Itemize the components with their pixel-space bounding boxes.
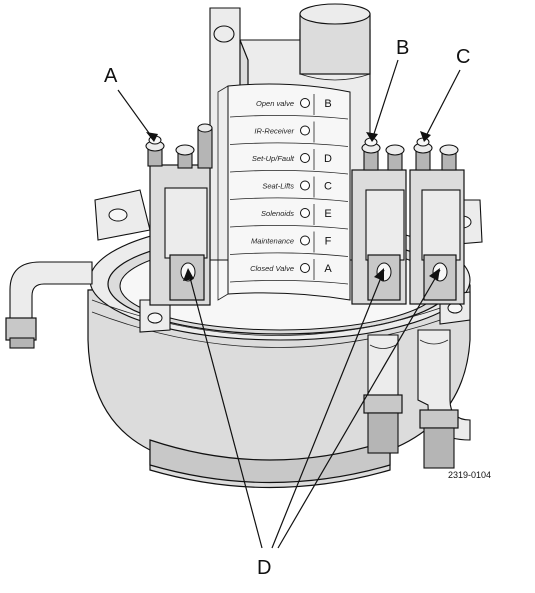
- led-indicator-panel: [217, 83, 351, 301]
- led-label: Closed Valve: [250, 264, 294, 273]
- led-code: C: [324, 181, 332, 193]
- led-label: IR-Receiver: [254, 127, 294, 136]
- row-divider: [229, 197, 349, 202]
- led-panel-row: Open valve B: [229, 94, 349, 120]
- led-code: E: [324, 208, 331, 220]
- solenoid-module-a: [145, 123, 213, 306]
- led-panel-row: Set-Up/Fault D: [229, 149, 349, 175]
- led-indicator-icon: [300, 180, 310, 191]
- led-panel-row: IR-Receiver: [229, 121, 349, 147]
- led-panel-row: Solenoids E: [229, 204, 349, 230]
- row-divider: [229, 280, 349, 285]
- led-label: Maintenance: [251, 237, 294, 246]
- led-code: A: [324, 263, 332, 275]
- leader-arrowheads: [146, 131, 440, 281]
- led-indicator-icon: [300, 235, 310, 246]
- row-divider: [229, 142, 349, 147]
- leader-lines: [117, 59, 461, 549]
- led-label: Open valve: [256, 99, 294, 108]
- led-code: B: [324, 98, 331, 110]
- callout-c: C: [456, 46, 470, 68]
- figure-reference: 2319-0104: [448, 470, 491, 480]
- left-elbow-fitting: [5, 261, 93, 349]
- led-label: Set-Up/Fault: [252, 154, 295, 163]
- solenoid-module-c: [409, 137, 465, 305]
- led-indicator-icon: [300, 263, 310, 273]
- led-panel-row: Maintenance F: [229, 231, 349, 257]
- callout-a: A: [104, 65, 118, 87]
- led-indicator-icon: [300, 153, 310, 163]
- led-label: Solenoids: [261, 209, 294, 218]
- led-label: Seat-Lifts: [262, 182, 294, 191]
- row-divider: [229, 170, 349, 175]
- led-code: F: [325, 236, 332, 248]
- solenoid-module-b: [351, 137, 407, 305]
- callout-b: B: [396, 37, 409, 59]
- row-divider: [229, 252, 349, 257]
- led-indicator-icon: [300, 98, 310, 108]
- led-panel-row: Seat-Lifts C: [229, 176, 349, 202]
- row-divider: [229, 115, 349, 120]
- led-indicator-icon: [300, 125, 310, 136]
- row-divider: [229, 225, 349, 230]
- led-panel-row: Closed Valve A: [229, 259, 349, 285]
- callout-d: D: [257, 557, 271, 579]
- led-indicator-icon: [300, 208, 310, 218]
- led-code: D: [324, 153, 332, 165]
